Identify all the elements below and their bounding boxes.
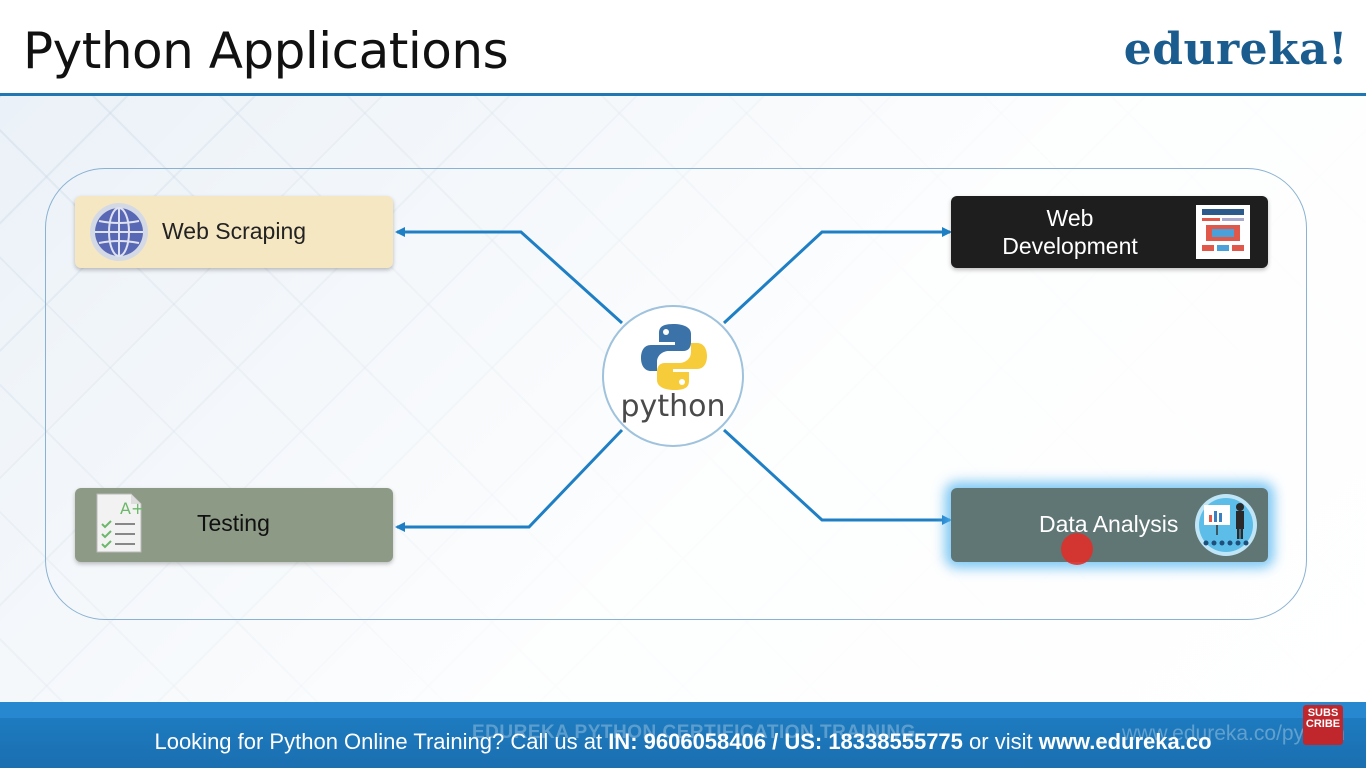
connector-web-development <box>722 227 952 325</box>
node-testing: A+ Testing <box>75 488 393 562</box>
connector-web-scraping <box>395 227 624 325</box>
python-hub: python <box>602 305 744 447</box>
pointer-highlight <box>1061 533 1093 565</box>
diagram-frame <box>45 168 1307 620</box>
node-label-web-development-line1: Web <box>1046 205 1094 231</box>
node-label-testing: Testing <box>197 510 270 536</box>
footer-text-mid: or visit <box>962 729 1039 754</box>
test-checklist-icon: A+ <box>96 493 143 553</box>
node-label-data-analysis: Data Analysis <box>1039 511 1179 537</box>
connector-testing <box>395 428 624 532</box>
header-divider <box>0 93 1366 96</box>
footer-phone: IN: 9606058406 / US: 18338555775 <box>608 729 963 754</box>
node-label-web-development: Web Development <box>951 204 1269 260</box>
node-web-scraping: Web Scraping <box>75 196 393 268</box>
python-label: python <box>620 389 726 424</box>
connector-data-analysis <box>722 428 952 525</box>
footer-cta: Looking for Python Online Training? Call… <box>0 729 1366 755</box>
slide-header: Python Applications edureka! <box>0 0 1366 95</box>
webpage-mockup-icon <box>1196 205 1250 259</box>
watermark-url: www.edureka.co/python <box>1122 722 1345 745</box>
node-web-development: Web Development <box>951 196 1268 268</box>
footer-text-prefix: Looking for Python Online Training? Call… <box>154 729 609 754</box>
watermark-course-title: EDUREKA PYTHON CERTIFICATION TRAINING <box>472 722 916 743</box>
page-title: Python Applications <box>23 22 509 80</box>
node-label-web-development-line2: Development <box>1002 233 1138 259</box>
brand-logo: edureka! <box>1123 24 1348 75</box>
node-label-web-scraping: Web Scraping <box>162 218 307 244</box>
node-data-analysis: Data Analysis <box>951 488 1268 562</box>
subscribe-line1: SUBS <box>1307 707 1339 719</box>
subscribe-line2: CRIBE <box>1305 718 1341 730</box>
grade-text: A+ <box>120 499 143 518</box>
presentation-chart-icon <box>1195 494 1257 556</box>
footer-top-strip <box>0 702 1366 718</box>
footer-website-link[interactable]: www.edureka.co <box>1038 729 1212 754</box>
python-logo-icon <box>641 324 707 390</box>
globe-icon <box>90 203 148 261</box>
subscribe-button[interactable]: SUBS CRIBE <box>1303 705 1343 745</box>
